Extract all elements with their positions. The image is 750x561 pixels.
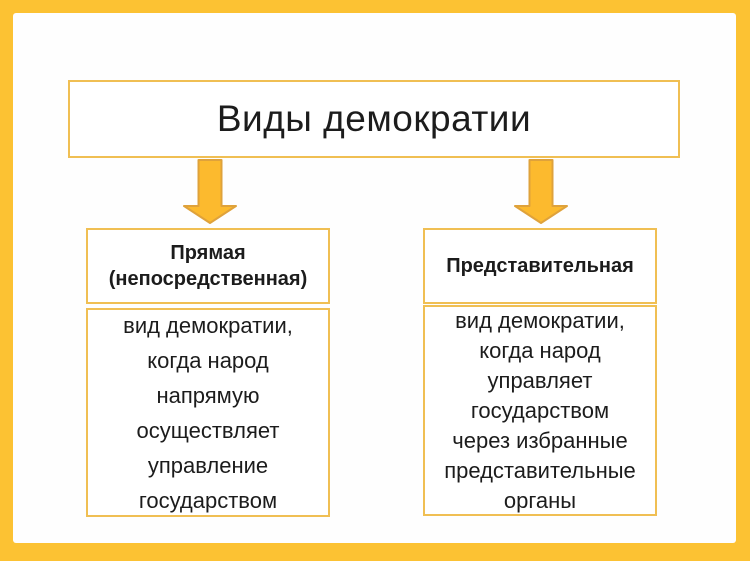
branch-representative-header: Представительная <box>423 228 657 304</box>
branch-direct-header: Прямая (непосредственная) <box>86 228 330 304</box>
down-arrow-icon <box>514 159 568 224</box>
branch-representative-definition: вид демократии, когда народ управляет го… <box>423 305 657 516</box>
branch-direct-definition: вид демократии, когда народ напрямую осу… <box>86 308 330 517</box>
diagram-title: Виды демократии <box>216 98 532 139</box>
diagram-title-box: Виды демократии <box>68 80 680 158</box>
down-arrow-icon <box>183 159 237 224</box>
